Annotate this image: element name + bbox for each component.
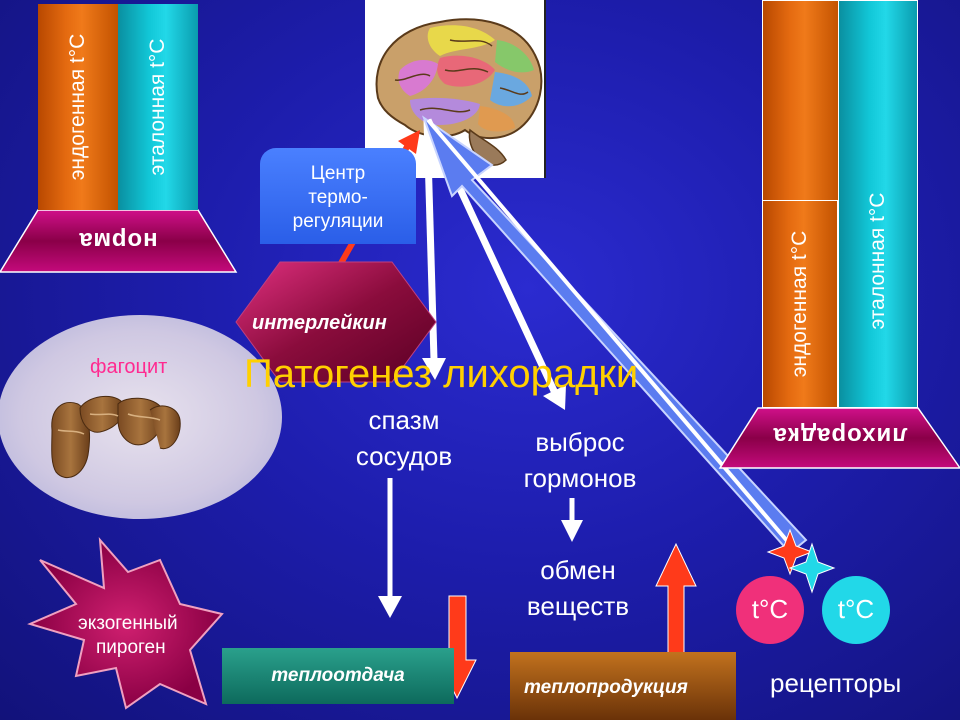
pyrogen-star bbox=[27, 537, 224, 710]
brain-illustration bbox=[365, 0, 546, 178]
vessel-spasm-label: спазм сосудов bbox=[334, 402, 474, 474]
norm-pedestal bbox=[0, 209, 238, 273]
center-line2: термо- bbox=[308, 187, 368, 208]
heat-production-bar bbox=[510, 652, 736, 720]
pyrogen-label: экзогенный пироген bbox=[60, 612, 260, 660]
norm-reference-bar: эталонная t°C bbox=[118, 4, 198, 210]
spasm-line2: сосудов bbox=[355, 441, 453, 471]
fever-reference-bar: эталонная t°C bbox=[838, 0, 918, 408]
heat-production-label: теплопродукция bbox=[524, 677, 688, 698]
interleukin-hexagon bbox=[235, 261, 437, 383]
fever-pedestal bbox=[718, 407, 960, 469]
blue-feedback-arrow bbox=[422, 115, 808, 558]
pyrogen-line2: пироген bbox=[96, 637, 166, 658]
spasm-line1: спазм bbox=[368, 405, 440, 435]
receptor-circle-orange bbox=[736, 576, 804, 644]
norm-label: норма bbox=[0, 212, 236, 268]
metabolism-line1: обмен bbox=[540, 555, 616, 585]
cyan-sparkle-icon bbox=[788, 542, 836, 594]
heat-loss-bar bbox=[222, 648, 454, 704]
receptor-1-label: t°C bbox=[751, 594, 789, 624]
phagocyte-cell bbox=[0, 315, 282, 519]
center-line1: Центр bbox=[310, 163, 366, 184]
center-line3: регуляции bbox=[292, 211, 384, 232]
phagocyte-label: фагоцит bbox=[90, 356, 168, 378]
metabolism-line2: веществ bbox=[526, 591, 630, 621]
norm-endogenous-label: эндогенная t°C bbox=[66, 33, 89, 181]
fever-label: лихорадка bbox=[720, 406, 960, 464]
receptors-label: рецепторы bbox=[770, 668, 902, 698]
heat-loss-label: теплоотдача bbox=[271, 665, 405, 686]
thermoregulation-center-box: Центр термо- регуляции bbox=[260, 148, 416, 244]
slide-title: Патогенез лихорадки bbox=[244, 352, 639, 396]
fever-reference-top-bar bbox=[762, 0, 840, 202]
hormone-release-label: выброс гормонов bbox=[500, 424, 660, 496]
interleukin-label: интерлейкин bbox=[252, 312, 387, 334]
pyrogen-line1: экзогенный bbox=[78, 613, 178, 634]
receptor-2-label: t°C bbox=[837, 594, 875, 624]
hormones-line2: гормонов bbox=[523, 463, 637, 493]
fever-endogenous-label: эндогенная t°C bbox=[788, 230, 811, 378]
metabolism-label: обмен веществ bbox=[508, 552, 648, 624]
norm-reference-label: эталонная t°C bbox=[146, 38, 169, 176]
fever-endogenous-bar: эндогенная t°C bbox=[762, 200, 838, 408]
hormones-line1: выброс bbox=[535, 427, 625, 457]
fever-reference-label: эталонная t°C bbox=[866, 192, 889, 330]
norm-label-text: норма bbox=[78, 227, 158, 254]
red-sparkle-icon bbox=[766, 528, 814, 576]
fever-label-text: лихорадка bbox=[772, 422, 908, 449]
norm-endogenous-bar: эндогенная t°C bbox=[38, 4, 118, 210]
receptor-circle-cyan bbox=[822, 576, 890, 644]
